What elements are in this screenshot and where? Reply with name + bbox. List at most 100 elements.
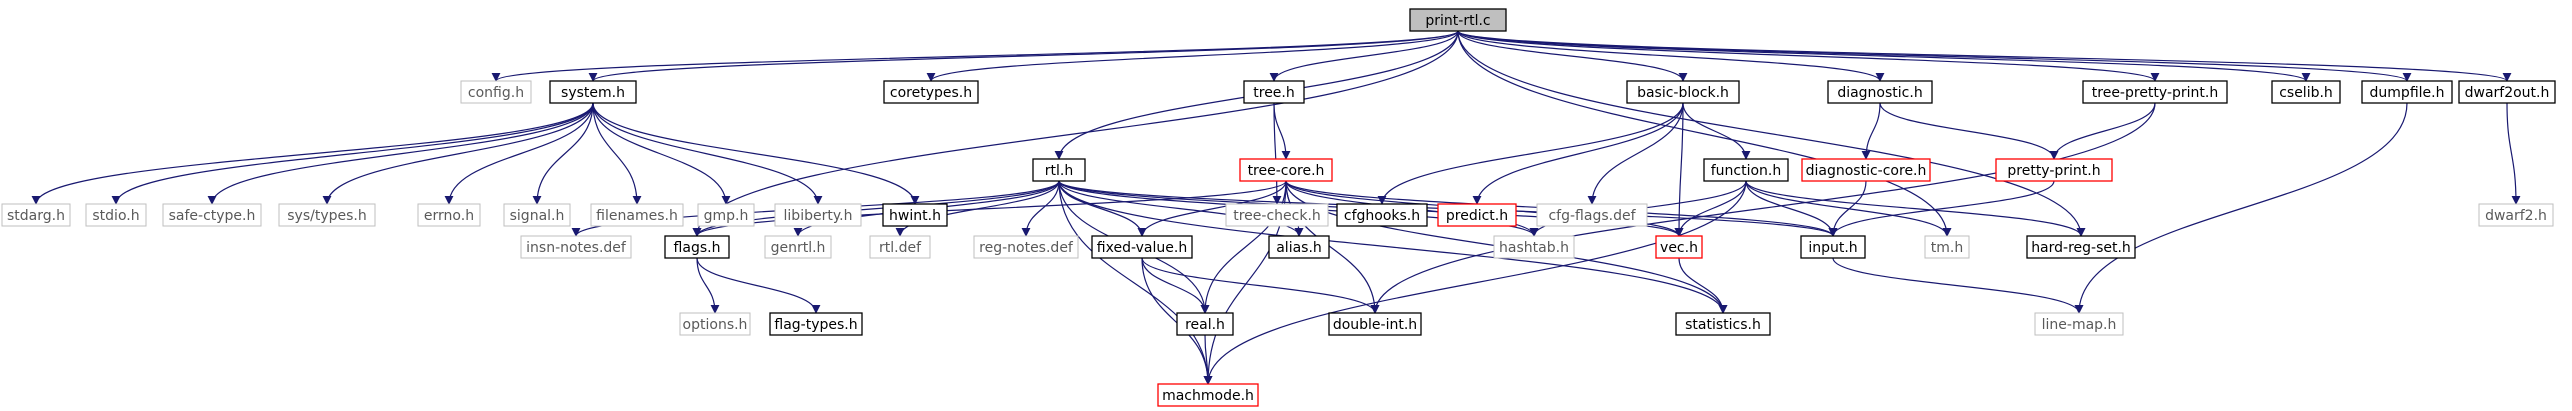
node-hwint-h[interactable]: hwint.h bbox=[882, 203, 948, 227]
node-tree-pretty-print-h[interactable]: tree-pretty-print.h bbox=[2082, 80, 2228, 104]
node-label: filenames.h bbox=[596, 208, 678, 224]
node-options-h[interactable]: options.h bbox=[679, 312, 751, 336]
node-pretty-print-h[interactable]: pretty-print.h bbox=[1995, 158, 2113, 182]
node-diagnostic-h[interactable]: diagnostic.h bbox=[1827, 80, 1933, 104]
node-alias-h[interactable]: alias.h bbox=[1268, 235, 1330, 259]
node-dwarf2-h[interactable]: dwarf2.h bbox=[2478, 203, 2554, 227]
node-insn-notes-def[interactable]: insn-notes.def bbox=[520, 235, 632, 259]
edge-print-rtl-c-to-cselib-h bbox=[1457, 30, 2311, 82]
node-vec-h[interactable]: vec.h bbox=[1655, 235, 1703, 259]
edge-print-rtl-c-to-hard-reg-set-h bbox=[1457, 30, 2086, 237]
node-gmp-h[interactable]: gmp.h bbox=[697, 203, 755, 227]
node-cfghooks-h[interactable]: cfghooks.h bbox=[1336, 203, 1428, 227]
node-box bbox=[2458, 80, 2556, 104]
node-tree-core-h[interactable]: tree-core.h bbox=[1239, 158, 1333, 182]
node-box bbox=[1176, 312, 1234, 336]
node-line-map-h[interactable]: line-map.h bbox=[2034, 312, 2124, 336]
node-box bbox=[1328, 312, 1422, 336]
node-box bbox=[1091, 235, 1193, 259]
node-box bbox=[1243, 80, 1305, 104]
edge-rtl-h-to-alias-h bbox=[1058, 180, 1304, 237]
node-label: function.h bbox=[1711, 163, 1782, 179]
edge-tree-pretty-print-h-to-pretty-print-h bbox=[2049, 102, 2156, 160]
node-coretypes-h[interactable]: coretypes.h bbox=[883, 80, 979, 104]
node-hashtab-h[interactable]: hashtab.h bbox=[1493, 235, 1575, 259]
edge-diagnostic-h-to-diagnostic-core-h bbox=[1861, 102, 1881, 160]
node-sys-types-h[interactable]: sys/types.h bbox=[278, 203, 376, 227]
node-libiberty-h[interactable]: libiberty.h bbox=[774, 203, 862, 227]
node-errno-h[interactable]: errno.h bbox=[417, 203, 481, 227]
node-system-h[interactable]: system.h bbox=[549, 80, 637, 104]
node-stdarg-h[interactable]: stdarg.h bbox=[1, 203, 71, 227]
node-dumpfile-h[interactable]: dumpfile.h bbox=[2361, 80, 2453, 104]
node-tree-check-h[interactable]: tree-check.h bbox=[1225, 203, 1329, 227]
node-box bbox=[1437, 203, 1517, 227]
edge-rtl-h-to-reg-notes-def bbox=[1021, 180, 1060, 237]
node-box bbox=[883, 80, 979, 104]
node-box bbox=[2034, 312, 2124, 336]
node-signal-h[interactable]: signal.h bbox=[503, 203, 571, 227]
node-filenames-h[interactable]: filenames.h bbox=[590, 203, 684, 227]
node-flags-h[interactable]: flags.h bbox=[664, 235, 730, 259]
node-stdio-h[interactable]: stdio.h bbox=[85, 203, 147, 227]
node-box bbox=[769, 312, 863, 336]
node-statistics-h[interactable]: statistics.h bbox=[1675, 312, 1771, 336]
edge-basic-block-h-to-cfg-flags-def bbox=[1587, 102, 1684, 205]
node-box bbox=[679, 312, 751, 336]
node-box bbox=[1, 203, 71, 227]
node-box bbox=[1801, 158, 1931, 182]
node-function-h[interactable]: function.h bbox=[1703, 158, 1789, 182]
node-box bbox=[1239, 158, 1333, 182]
node-fixed-value-h[interactable]: fixed-value.h bbox=[1091, 235, 1193, 259]
node-genrtl-h[interactable]: genrtl.h bbox=[764, 235, 832, 259]
node-rtl-h[interactable]: rtl.h bbox=[1032, 158, 1086, 182]
node-tm-h[interactable]: tm.h bbox=[1924, 235, 1970, 259]
node-label: statistics.h bbox=[1685, 317, 1761, 333]
edge-system-h-to-hwint-h bbox=[592, 102, 920, 205]
node-box bbox=[1626, 80, 1740, 104]
node-label: pretty-print.h bbox=[2007, 163, 2100, 179]
node-diagnostic-core-h[interactable]: diagnostic-core.h bbox=[1801, 158, 1931, 182]
edge-print-rtl-c-to-diagnostic-h bbox=[1457, 30, 1885, 82]
edge-basic-block-h-to-cfghooks-h bbox=[1377, 102, 1684, 205]
node-rtl-def[interactable]: rtl.def bbox=[869, 235, 931, 259]
node-box bbox=[1157, 383, 1259, 407]
node-tree-h[interactable]: tree.h bbox=[1243, 80, 1305, 104]
node-real-h[interactable]: real.h bbox=[1176, 312, 1234, 336]
node-box bbox=[503, 203, 571, 227]
node-label: tree-pretty-print.h bbox=[2092, 85, 2218, 101]
edge-function-h-to-vec-h bbox=[1674, 180, 1747, 237]
node-box bbox=[774, 203, 862, 227]
edge-rtl-h-to-machmode-h bbox=[1058, 180, 1213, 385]
node-box bbox=[1655, 235, 1703, 259]
node-double-int-h[interactable]: double-int.h bbox=[1328, 312, 1422, 336]
edge-fixed-value-h-to-double-int-h bbox=[1141, 257, 1380, 314]
node-label: cselib.h bbox=[2279, 85, 2333, 101]
node-label: diagnostic.h bbox=[1837, 85, 1922, 101]
node-input-h[interactable]: input.h bbox=[1800, 235, 1866, 259]
node-label: reg-notes.def bbox=[979, 240, 1074, 256]
node-box bbox=[1703, 158, 1789, 182]
node-safe-ctype-h[interactable]: safe-ctype.h bbox=[162, 203, 262, 227]
edge-dwarf2out-h-to-dwarf2-h bbox=[2506, 102, 2521, 205]
edge-system-h-to-stdio-h bbox=[111, 102, 594, 205]
node-box bbox=[1336, 203, 1428, 227]
node-predict-h[interactable]: predict.h bbox=[1437, 203, 1517, 227]
node-reg-notes-def[interactable]: reg-notes.def bbox=[973, 235, 1079, 259]
node-machmode-h[interactable]: machmode.h bbox=[1157, 383, 1259, 407]
node-box bbox=[1675, 312, 1771, 336]
node-config-h[interactable]: config.h bbox=[460, 80, 532, 104]
node-basic-block-h[interactable]: basic-block.h bbox=[1626, 80, 1740, 104]
node-flag-types-h[interactable]: flag-types.h bbox=[769, 312, 863, 336]
edge-system-h-to-gmp-h bbox=[592, 102, 731, 205]
node-box bbox=[882, 203, 948, 227]
node-box bbox=[2026, 235, 2136, 259]
node-cfg-flags-def[interactable]: cfg-flags.def bbox=[1536, 203, 1648, 227]
node-print-rtl-c[interactable]: print-rtl.c bbox=[1409, 8, 1507, 32]
node-box bbox=[162, 203, 262, 227]
edge-print-rtl-c-to-tm-h bbox=[1457, 30, 1952, 237]
node-cselib-h[interactable]: cselib.h bbox=[2271, 80, 2341, 104]
node-label: tree.h bbox=[1253, 85, 1295, 101]
node-dwarf2out-h[interactable]: dwarf2out.h bbox=[2458, 80, 2556, 104]
node-hard-reg-set-h[interactable]: hard-reg-set.h bbox=[2026, 235, 2136, 259]
